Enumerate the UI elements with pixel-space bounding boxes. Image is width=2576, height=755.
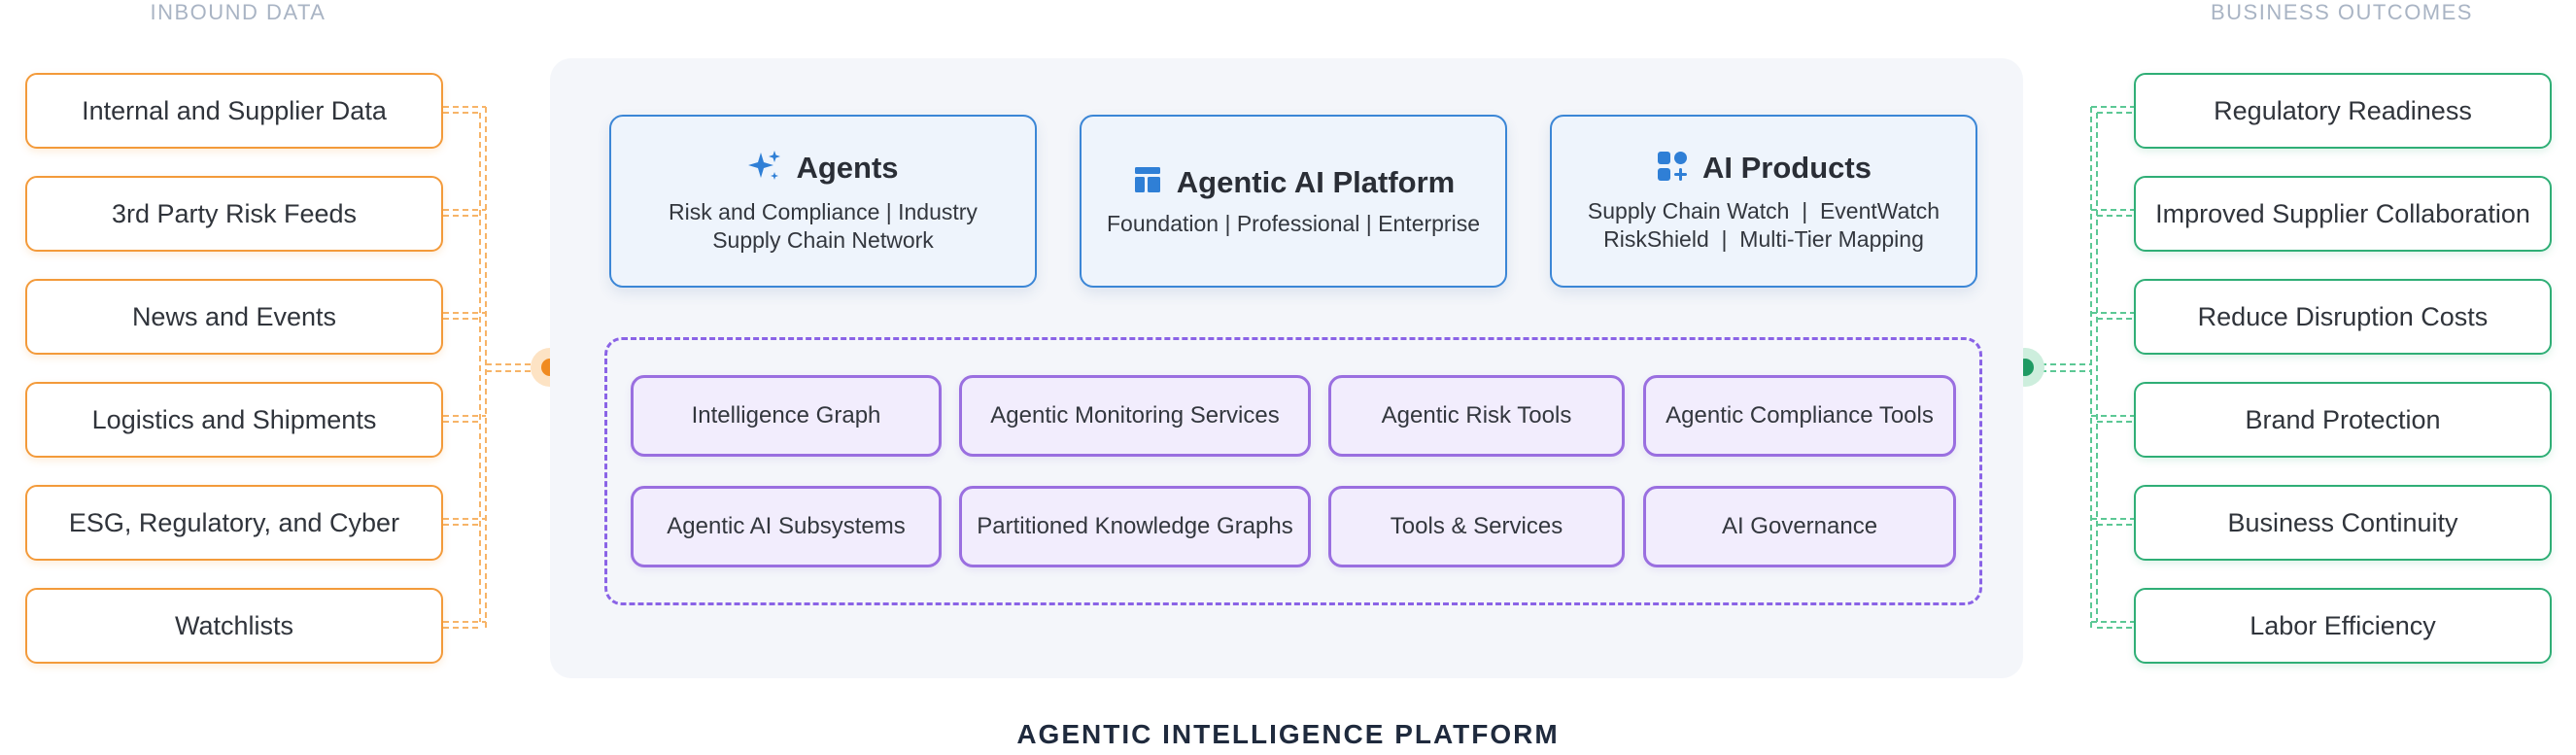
outcome-labor-efficiency: Labor Efficiency	[2134, 588, 2552, 664]
inbound-esg-regulatory-cyber: ESG, Regulatory, and Cyber	[25, 485, 443, 561]
outcome-regulatory-readiness: Regulatory Readiness	[2134, 73, 2552, 149]
agentic-ai-platform-tiers: Foundation | Professional | Enterprise	[1107, 211, 1480, 236]
ai-products-card: AI Products Supply Chain Watch | EventWa…	[1550, 115, 1977, 288]
agents-line-1: Risk and Compliance | Industry	[669, 198, 978, 224]
service-agentic-compliance-tools: Agentic Compliance Tools	[1643, 375, 1956, 457]
outcome-supplier-collaboration: Improved Supplier Collaboration	[2134, 176, 2552, 252]
service-ai-governance: AI Governance	[1643, 486, 1956, 567]
inbound-news-events: News and Events	[25, 279, 443, 355]
services-zone	[604, 337, 1982, 605]
outcome-business-continuity: Business Continuity	[2134, 485, 2552, 561]
agentic-ai-platform-card: Agentic AI Platform Foundation | Profess…	[1080, 115, 1507, 288]
service-tools-services: Tools & Services	[1328, 486, 1625, 567]
service-partitioned-knowledge-graphs: Partitioned Knowledge Graphs	[959, 486, 1311, 567]
outcome-brand-protection: Brand Protection	[2134, 382, 2552, 458]
sparkle-icon	[747, 149, 782, 189]
ai-products-title: AI Products	[1702, 151, 1872, 185]
service-agentic-risk-tools: Agentic Risk Tools	[1328, 375, 1625, 457]
agents-card: Agents Risk and Compliance | Industry Su…	[609, 115, 1037, 288]
inbound-data-label: INBOUND DATA	[150, 0, 326, 24]
agents-title: Agents	[796, 151, 899, 185]
inbound-internal-supplier-data: Internal and Supplier Data	[25, 73, 443, 149]
inbound-third-party-risk-feeds: 3rd Party Risk Feeds	[25, 176, 443, 252]
layout-icon	[1132, 164, 1163, 200]
ai-products-line-2: RiskShield | Multi-Tier Mapping	[1603, 225, 1924, 252]
agents-line-2: Supply Chain Network	[712, 226, 934, 253]
agentic-ai-platform-title: Agentic AI Platform	[1176, 164, 1456, 199]
service-agentic-monitoring: Agentic Monitoring Services	[959, 375, 1311, 457]
inbound-watchlists: Watchlists	[25, 588, 443, 664]
inbound-logistics-shipments: Logistics and Shipments	[25, 382, 443, 458]
service-intelligence-graph: Intelligence Graph	[631, 375, 942, 457]
business-outcomes-label: BUSINESS OUTCOMES	[2211, 0, 2473, 24]
apps-add-icon	[1656, 150, 1689, 188]
ai-products-line-1: Supply Chain Watch | EventWatch	[1587, 197, 1941, 223]
outcome-reduce-disruption-costs: Reduce Disruption Costs	[2134, 279, 2552, 355]
service-agentic-ai-subsystems: Agentic AI Subsystems	[631, 486, 942, 567]
platform-title: AGENTIC INTELLIGENCE PLATFORM	[1016, 719, 1560, 749]
